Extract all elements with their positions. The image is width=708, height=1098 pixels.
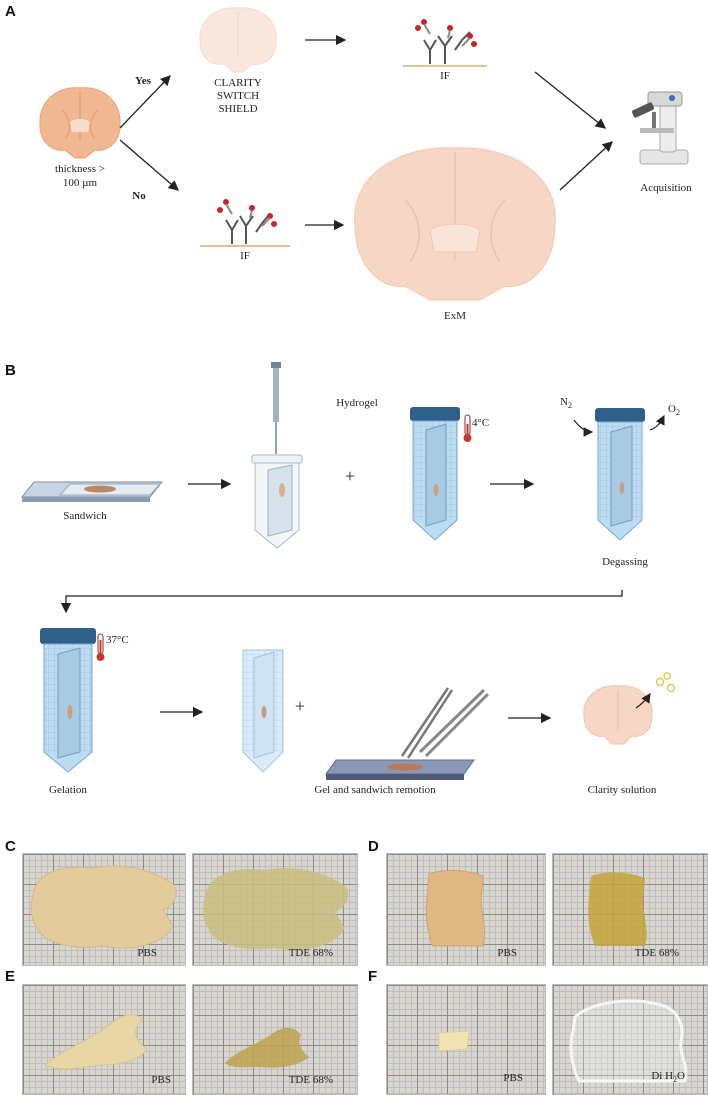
photo-f-water: Di H2O [552,984,708,1095]
tissue-d-tde-shape [588,872,647,946]
brain-small-icon [39,87,121,159]
removal-label: Gel and sandwich remotion [314,784,436,796]
gelation-label: Gelation [49,784,87,796]
panel-f-letter: F [368,968,378,985]
if-top-label: IF [440,70,450,82]
tissue-e-tde-shape [225,1027,309,1068]
brain-expanded-icon [354,147,556,301]
sandwich-label: Sandwich [63,510,107,522]
tissue-f-water-shape [569,999,688,1083]
o2-text: O [668,403,676,415]
brain-cleared-icon [199,7,277,73]
exm-label: ExM [444,310,466,322]
caption-f-water-main: Di H [651,1069,674,1082]
n2-subscript: 2 [567,401,572,411]
plus-sign-1: + [344,466,356,486]
o2-label: O2 [668,403,692,419]
yes-label: Yes [135,75,151,87]
photo-c-pbs: PBS [22,853,186,966]
photo-f-pbs: PBS [386,984,546,1095]
clarity-label-line3: SHIELD [218,103,258,115]
clarity-label-line1: CLARITY [214,77,262,89]
photo-e-tde: TDE 68% [192,984,358,1095]
clarity-label-line2: SWITCH [216,90,260,102]
slide-tweezers-icon [325,687,490,780]
if-bottom-label: IF [240,250,250,262]
o2-subscript: 2 [675,408,680,418]
caption-f-water: Di H2O [651,1070,685,1084]
caption-f-water-tail: O [677,1069,685,1082]
thickness-label-line1: thickness > [55,163,105,175]
panel-a-graphics [39,7,689,301]
caption-c-tde: TDE 68% [288,947,333,959]
hydrogel-label: Hydrogel [336,397,378,409]
degassing-label: Degassing [602,556,648,568]
plus-sign-2: + [294,696,306,716]
caption-e-pbs: PBS [151,1074,171,1086]
panel-e-letter: E [5,968,16,985]
thermometer-warm-icon [96,633,105,661]
caption-d-pbs: PBS [497,947,517,959]
photo-d-tde: TDE 68% [552,853,708,966]
tube-pipette-icon [251,362,303,549]
no-label: No [132,190,146,202]
temp-warm-label: 37°C [106,634,129,646]
caption-d-tde: TDE 68% [634,947,679,959]
panel-b-graphics [20,362,676,780]
sandwich-slide-icon [20,481,164,502]
n2-text: N [560,396,568,408]
tube-gelation-icon [40,628,96,773]
brain-cleared-solution-icon [583,672,676,745]
photo-c-tde: TDE 68% [192,853,358,966]
thickness-label-line2: 100 µm [62,177,98,189]
tissue-d-pbs-shape [425,869,486,947]
panel-c-letter: C [5,838,16,855]
caption-e-tde: TDE 68% [288,1074,333,1086]
tissue-c-tde-shape [203,867,349,950]
antibody-top-icon [415,19,477,64]
photo-d-pbs: PBS [386,853,546,966]
panel-a-letter: A [5,3,16,20]
tube-cold-icon [410,407,460,541]
panel-d-letter: D [368,838,379,855]
thermometer-cold-icon [463,414,472,442]
n2-label: N2 [560,396,584,412]
antibody-bottom-icon [217,199,277,244]
tissue-e-pbs-shape [44,1014,148,1070]
caption-c-pbs: PBS [137,947,157,959]
caption-f-pbs: PBS [503,1072,523,1084]
clarity-solution-label: Clarity solution [587,784,657,796]
photo-e-pbs: PBS [22,984,186,1095]
acquisition-label: Acquisition [640,182,692,194]
tissue-f-pbs-shape [438,1030,470,1052]
temp-cold-label: 4°C [472,417,490,429]
gel-block-icon [242,649,284,773]
tissue-c-pbs-shape [30,865,177,949]
tube-degassing-icon [573,408,665,541]
caption-f-water-sub: 2 [673,1075,678,1084]
microscope-icon [631,91,689,165]
panel-b-letter: B [5,362,16,379]
